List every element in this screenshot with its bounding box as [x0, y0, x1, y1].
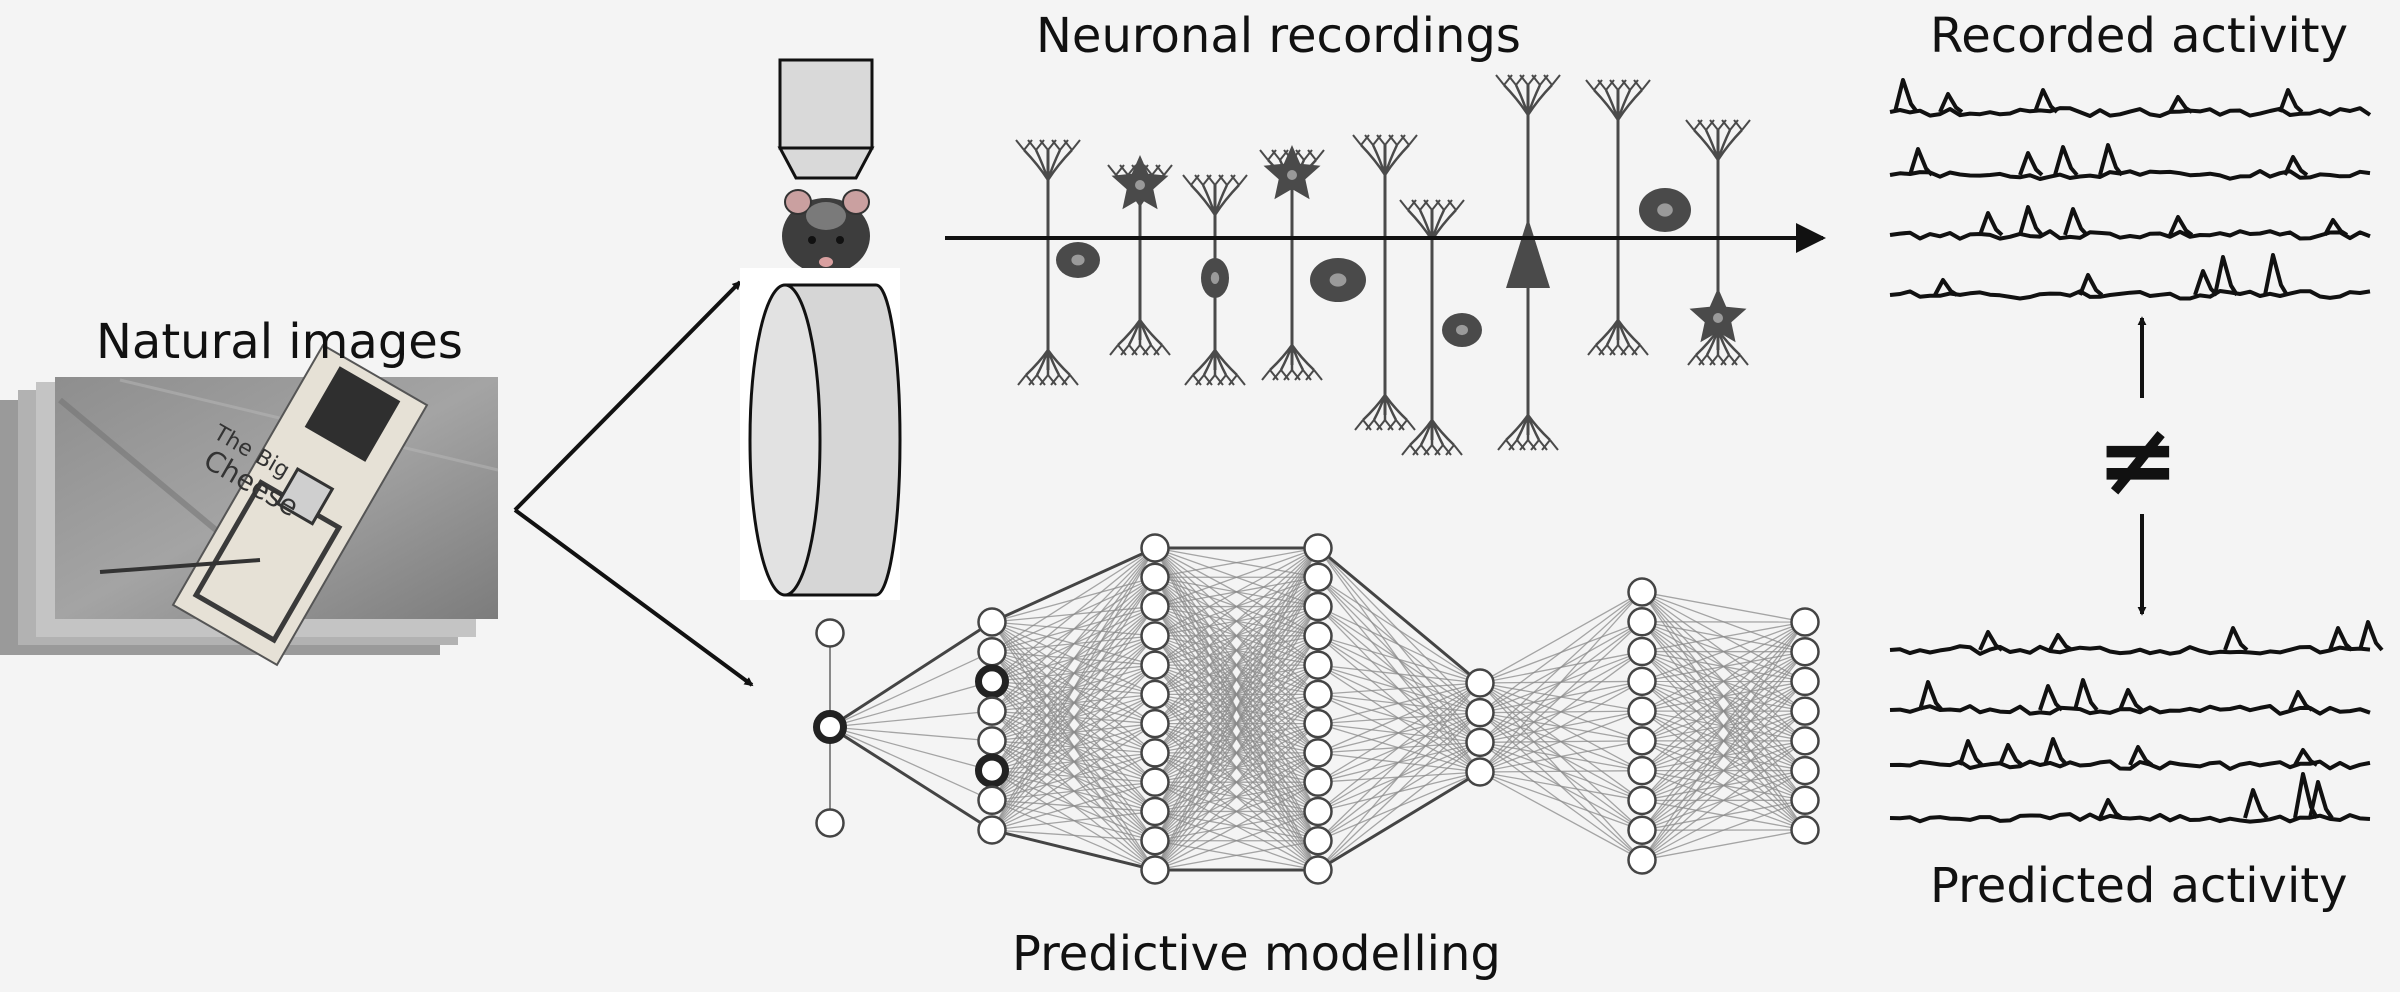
- network-node: [1627, 845, 1657, 875]
- network-node: [1303, 533, 1333, 563]
- network-node: [1627, 666, 1657, 697]
- network-node: [815, 808, 845, 838]
- network-node: [1465, 727, 1495, 758]
- network-node: [1140, 562, 1170, 593]
- network-node: [1627, 607, 1657, 637]
- network-node: [1627, 815, 1657, 845]
- network-node: [1140, 591, 1170, 622]
- network-node: [1140, 825, 1170, 856]
- network-node: [815, 618, 845, 648]
- network-node: [1140, 738, 1170, 768]
- network-node: [1627, 696, 1657, 726]
- neuron: [1182, 174, 1248, 386]
- network-node: [1627, 726, 1657, 756]
- network-node-highlighted: [813, 710, 847, 744]
- network-node: [1303, 621, 1333, 651]
- recorded-traces: [1889, 78, 2372, 301]
- network-node: [1303, 679, 1333, 710]
- network-node: [1303, 738, 1333, 768]
- network-node: [1790, 785, 1820, 816]
- network-node: [1303, 562, 1333, 593]
- neuronal-recordings-label: Neuronal recordings: [1036, 8, 1521, 64]
- network-node: [1140, 533, 1170, 563]
- network-node: [977, 696, 1007, 726]
- network-node: [1140, 796, 1170, 827]
- network-node: [1790, 815, 1820, 845]
- neuron: [1585, 79, 1691, 356]
- network-node: [1627, 577, 1657, 607]
- network-node: [1627, 785, 1657, 816]
- network-node: [977, 815, 1007, 845]
- network-nodes: [813, 533, 1820, 885]
- network-node: [977, 607, 1007, 637]
- predicted-activity-label: Predicted activity: [1930, 858, 2348, 914]
- natural-images-label: Natural images: [96, 314, 463, 370]
- network-node: [1790, 666, 1820, 697]
- mousetrap-photo: The Big Cheese: [55, 343, 499, 667]
- network-node: [1790, 755, 1820, 786]
- network-node: [977, 636, 1007, 667]
- network-node: [1303, 825, 1333, 856]
- network-node: [1790, 607, 1820, 637]
- neurons-group: [1015, 74, 1751, 456]
- network-node: [1627, 636, 1657, 667]
- network-node: [1465, 668, 1495, 698]
- network-node: [1790, 636, 1820, 667]
- network-node: [1303, 767, 1333, 797]
- network-node: [1140, 679, 1170, 710]
- network-node: [1303, 650, 1333, 680]
- neuron: [1015, 139, 1100, 386]
- neuron: [1310, 134, 1418, 431]
- running-wheel: [748, 283, 902, 597]
- predicted-traces: [1889, 620, 2384, 824]
- neuron: [1685, 119, 1751, 366]
- network-node: [1465, 757, 1495, 787]
- microscope-objective: [778, 58, 874, 150]
- neuron: [1495, 74, 1561, 451]
- natural-images-stack: The Big Cheese: [0, 343, 499, 667]
- neuron: [1399, 199, 1482, 456]
- network-connections: [829, 546, 1806, 872]
- arrow-to-model: [513, 508, 754, 687]
- network-node: [1790, 726, 1820, 756]
- network-node: [977, 785, 1007, 816]
- network-node: [977, 726, 1007, 756]
- network-node: [1303, 591, 1333, 622]
- neuron: [1259, 145, 1325, 381]
- network-node: [1303, 708, 1333, 739]
- network-node-highlighted: [975, 753, 1009, 788]
- network-node: [1140, 767, 1170, 797]
- network-node: [1303, 855, 1333, 885]
- network-node: [1140, 708, 1170, 739]
- network-node: [1140, 621, 1170, 651]
- network-node-highlighted: [975, 664, 1009, 699]
- recorded-activity-label: Recorded activity: [1930, 8, 2349, 64]
- network-node: [1627, 755, 1657, 786]
- network-node: [1303, 796, 1333, 827]
- not-equal-symbol: ≠: [2096, 401, 2180, 518]
- experimental-setup: [740, 58, 902, 600]
- network-node: [1140, 650, 1170, 680]
- mouse: [782, 189, 870, 274]
- network-node: [1465, 697, 1495, 728]
- network-node: [1140, 855, 1170, 885]
- neuron: [1107, 155, 1173, 356]
- arrow-to-experiment: [513, 280, 742, 512]
- network-node: [1790, 696, 1820, 726]
- predictive-modelling-label: Predictive modelling: [1012, 926, 1501, 982]
